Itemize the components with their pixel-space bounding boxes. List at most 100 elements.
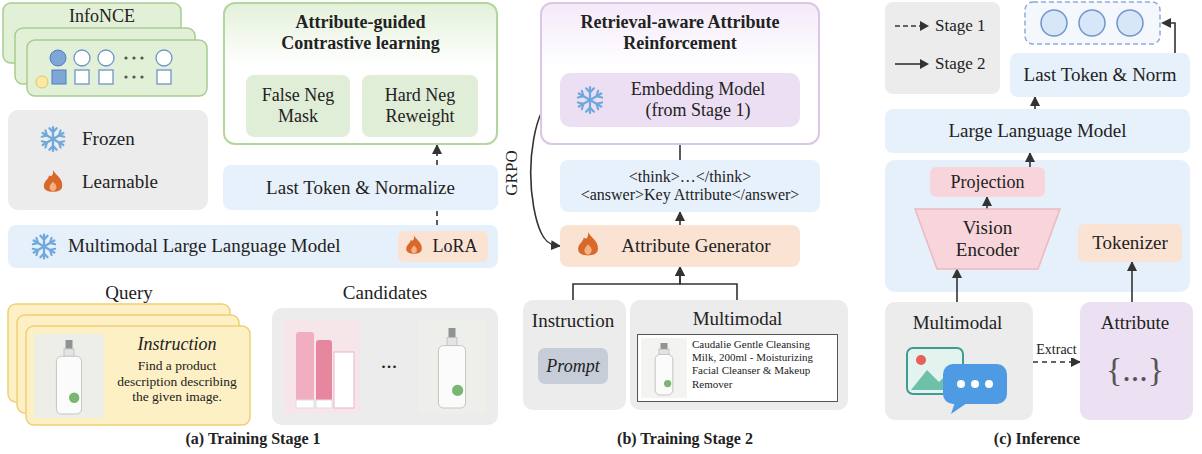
encoder-trapezoid: Vision Encoder (915, 209, 1060, 269)
group-box: Attribute-guided Contrastive learningFal… (223, 2, 498, 145)
drawn-stroke (33, 238, 40, 246)
embedding-output (1025, 2, 1160, 44)
legend-sample (38, 167, 68, 197)
drawn-shape (943, 364, 1007, 404)
bottle-picture (438, 328, 465, 408)
connector (573, 267, 680, 300)
drawn-shape (664, 380, 671, 387)
embedding-cell (1079, 10, 1105, 36)
node-text: {...} (1080, 350, 1190, 389)
legend-item: Frozen (38, 124, 135, 154)
drawn-shape (98, 50, 114, 66)
drawn-stroke (33, 247, 40, 255)
drawn-shape (32, 237, 56, 255)
node-text: Instruction (108, 334, 246, 355)
drawn-stroke (49, 146, 56, 150)
snowflake-icon (32, 235, 56, 259)
connector (956, 269, 958, 302)
input-panel: Attribute {...} (1080, 302, 1193, 420)
input-panel: MultimodalCaudalie Gentle Cleansing Milk… (630, 300, 848, 410)
drawn-shape (41, 130, 65, 148)
candidate-ground (272, 308, 498, 425)
drawn-shape (577, 90, 603, 110)
drawn-shape (971, 380, 979, 388)
node-text: ... (364, 348, 414, 373)
output-format-box: <think>…</think><answer>Key Attribute</a… (560, 160, 820, 212)
drawn-shape (957, 380, 965, 388)
node-text: Embedding Model (from Stage 1) (622, 79, 774, 120)
legend-item: Stage 1 (893, 16, 986, 36)
group-box: Retrieval-aware Attribute ReinforcementE… (540, 2, 820, 145)
drawn-stroke (40, 236, 47, 240)
model-box: Embedding Model (from Stage 1) (560, 73, 800, 127)
connector (1029, 153, 1031, 167)
drawn-shape (52, 70, 66, 84)
embedding-cell (1117, 10, 1143, 36)
drawn-stroke (48, 238, 55, 246)
drawn-shape (418, 320, 486, 414)
connector (986, 197, 988, 209)
product-card: Caudalie Gentle Cleansing Milk, 200ml - … (637, 334, 838, 402)
drawn-shape (132, 56, 135, 59)
node-text: Attribute-guided Contrastive learning (260, 12, 461, 53)
trapezoid-outline (915, 209, 1060, 269)
node-text: Vision Encoder (945, 217, 1030, 261)
node-text: InfoNCE (32, 6, 172, 27)
process-box: Last Token & Normalize (223, 165, 498, 210)
drawn-stroke (49, 128, 56, 132)
drawn-shape (449, 328, 456, 338)
drawn-stroke (584, 245, 591, 256)
drawn-stroke (595, 91, 603, 100)
drawn-stroke (895, 63, 921, 65)
candidate-panel: Candidates... (272, 282, 501, 425)
node-text: Attribute (1080, 312, 1190, 334)
legend-item: Stage 2 (893, 54, 986, 74)
drawn-shape (452, 385, 463, 396)
drawn-stroke (595, 100, 603, 109)
model-box: Attribute Generator (560, 225, 800, 267)
bottle-picture (56, 340, 81, 414)
drawn-stroke (895, 25, 921, 27)
node-text: False Neg Mask (252, 85, 344, 126)
node-text: Last Token & Normalize (266, 177, 455, 199)
snowflake-icon (577, 87, 603, 113)
model-band: Multimodal Large Language ModelLoRA (8, 225, 498, 268)
drawn-stroke (586, 88, 594, 92)
node-text: Retrieval-aware Attribute Reinforcement (579, 12, 781, 53)
drawn-shape (157, 70, 171, 84)
flame-icon (406, 236, 422, 254)
connector (436, 145, 438, 165)
drawn-shape (56, 356, 81, 414)
drawn-stroke (50, 182, 57, 192)
drawn-stroke (42, 130, 49, 138)
drawn-shape (316, 340, 332, 402)
drawn-shape (655, 354, 673, 395)
drawn-shape (659, 349, 669, 354)
node-text: LoRA (433, 236, 478, 257)
drawn-shape (32, 237, 56, 255)
input-panel: Multimodal (885, 302, 1033, 420)
drawn-stroke (406, 236, 422, 254)
drawn-shape (124, 75, 127, 78)
drawn-shape (156, 50, 172, 66)
drawn-shape (124, 56, 127, 59)
panel-caption: (a) Training Stage 1 (186, 430, 321, 448)
node-text: Large Language Model (949, 120, 1127, 142)
drawn-shape (985, 380, 993, 388)
drawn-stroke (40, 253, 47, 257)
connector (1034, 97, 1036, 109)
drawn-shape (296, 332, 314, 402)
flame-icon (578, 232, 598, 255)
legend-sample (893, 18, 929, 34)
drawn-shape (74, 50, 90, 66)
process-box: Projection (930, 167, 1045, 197)
node-text: Prompt (546, 356, 599, 377)
node-text: Multimodal (885, 312, 1030, 334)
edge-label: Extract (1035, 342, 1077, 358)
connector (680, 267, 737, 300)
drawn-stroke (586, 108, 594, 112)
drawn-stroke (42, 139, 49, 147)
drawn-shape (916, 355, 926, 365)
